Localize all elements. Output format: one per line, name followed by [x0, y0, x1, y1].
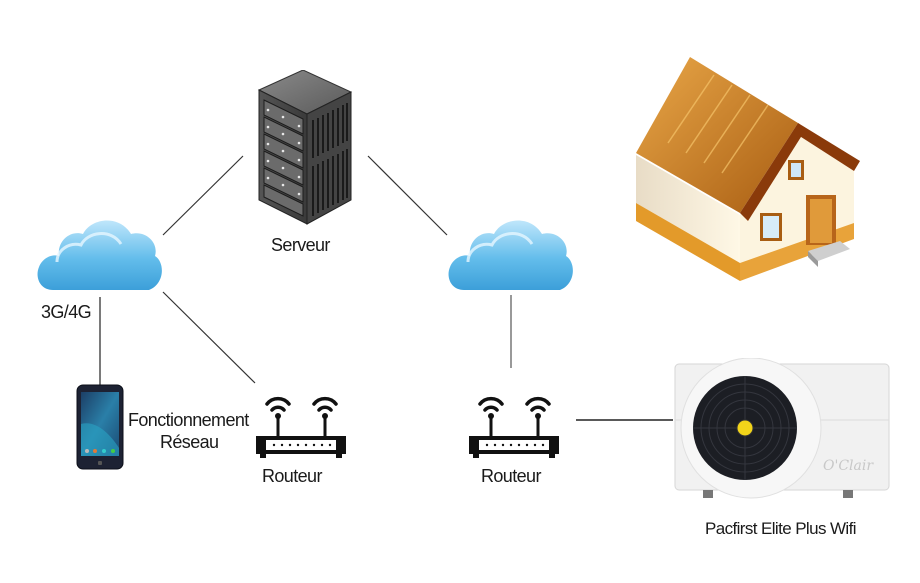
cloud-icon: [448, 220, 573, 290]
router-left-label: Routeur: [262, 466, 322, 486]
cloud-internet-node: [446, 212, 576, 299]
wifi-router-icon: [256, 396, 346, 458]
router-right-label: Routeur: [481, 466, 541, 486]
heat-pump-icon: O'Clair: [674, 357, 890, 499]
brand-logo: O'Clair: [823, 458, 874, 474]
router-left-node: [254, 390, 348, 463]
cloud-mobile-node: [35, 212, 165, 299]
edge-cloud-mobile-server: [162, 155, 244, 236]
server-node: [255, 69, 355, 231]
phone-node: [76, 384, 124, 475]
house-node: [628, 55, 864, 292]
server-rack-icon: [257, 69, 353, 225]
heat-pump-label: Pacfirst Elite Plus Wifi: [705, 519, 857, 538]
heat-pump-node: O'Clair: [673, 357, 893, 505]
wifi-router-icon: [469, 396, 559, 458]
annotation-line1: Fonctionnement: [128, 410, 249, 430]
cloud-mobile-label: 3G/4G: [41, 302, 92, 322]
edge-cloud-mobile-router-left: [162, 291, 256, 384]
house-icon: [636, 57, 860, 281]
cloud-icon: [37, 220, 162, 290]
router-right-node: [467, 390, 561, 463]
server-label: Serveur: [271, 235, 330, 255]
smartphone-icon: [76, 384, 124, 470]
annotation-line2: Réseau: [160, 432, 219, 452]
edge-server-cloud-internet: [367, 155, 448, 236]
